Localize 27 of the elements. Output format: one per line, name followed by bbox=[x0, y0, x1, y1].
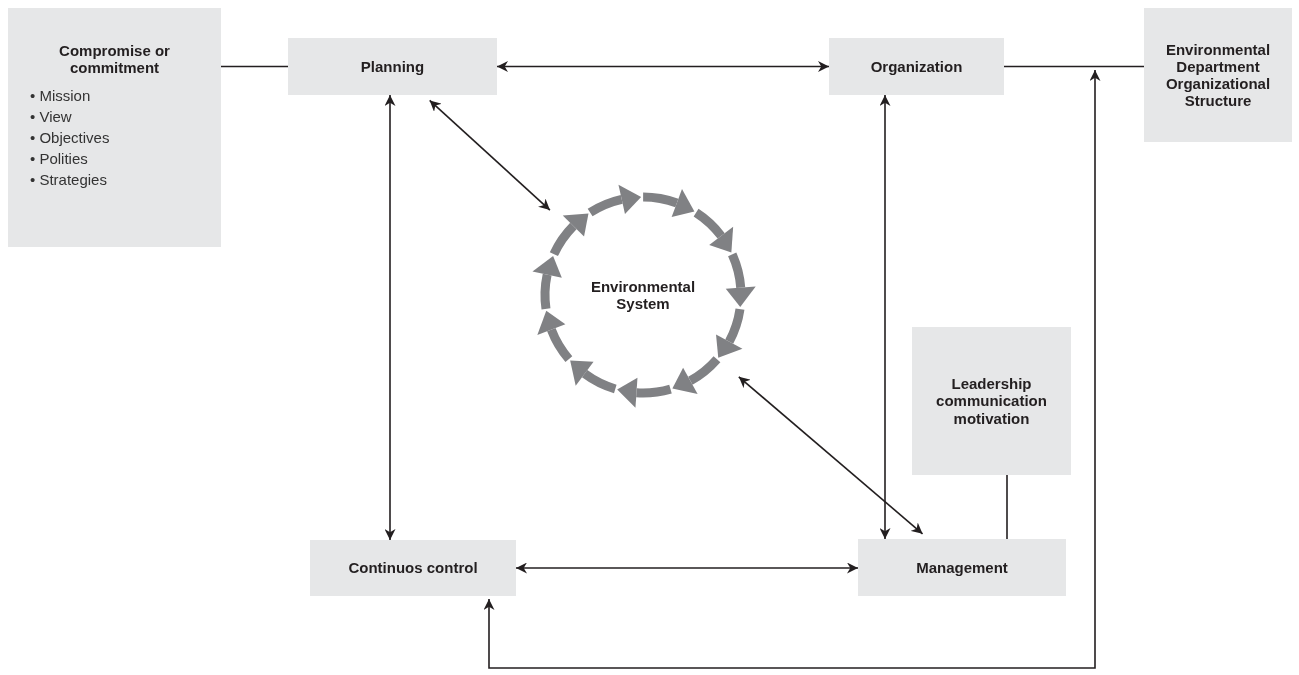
process-box bbox=[1144, 8, 1292, 142]
connector-arrow bbox=[496, 61, 830, 72]
connector-arrow bbox=[428, 99, 551, 211]
box-label: Continuos control bbox=[348, 559, 478, 577]
list-item: • Objectives bbox=[30, 127, 110, 148]
list-item: • Mission bbox=[30, 85, 91, 106]
box-label: Compromise or commitment bbox=[58, 42, 171, 77]
connector-arrow bbox=[515, 562, 859, 574]
connector-arrow bbox=[738, 376, 924, 535]
connector-arrow bbox=[384, 94, 396, 541]
center-label: Environmental System bbox=[589, 277, 697, 313]
box-label: Organization bbox=[870, 57, 963, 76]
process-box bbox=[858, 539, 1066, 596]
list-item: • Strategies bbox=[30, 169, 107, 190]
connector-arrow bbox=[879, 94, 891, 540]
box-label: Management bbox=[916, 558, 1008, 577]
box-label: Planning bbox=[360, 57, 425, 76]
list-box bbox=[8, 8, 221, 247]
list-item: • View bbox=[30, 106, 72, 127]
process-box bbox=[829, 38, 1004, 95]
process-box bbox=[310, 540, 516, 596]
box-label: Leadership communication motivation bbox=[935, 375, 1048, 427]
connector-arrow bbox=[483, 69, 1101, 669]
process-box bbox=[288, 38, 497, 95]
process-box bbox=[912, 327, 1071, 475]
list-item: • Polities bbox=[30, 148, 88, 169]
box-label: Environmental Department Organizational Structure bbox=[1164, 40, 1272, 110]
